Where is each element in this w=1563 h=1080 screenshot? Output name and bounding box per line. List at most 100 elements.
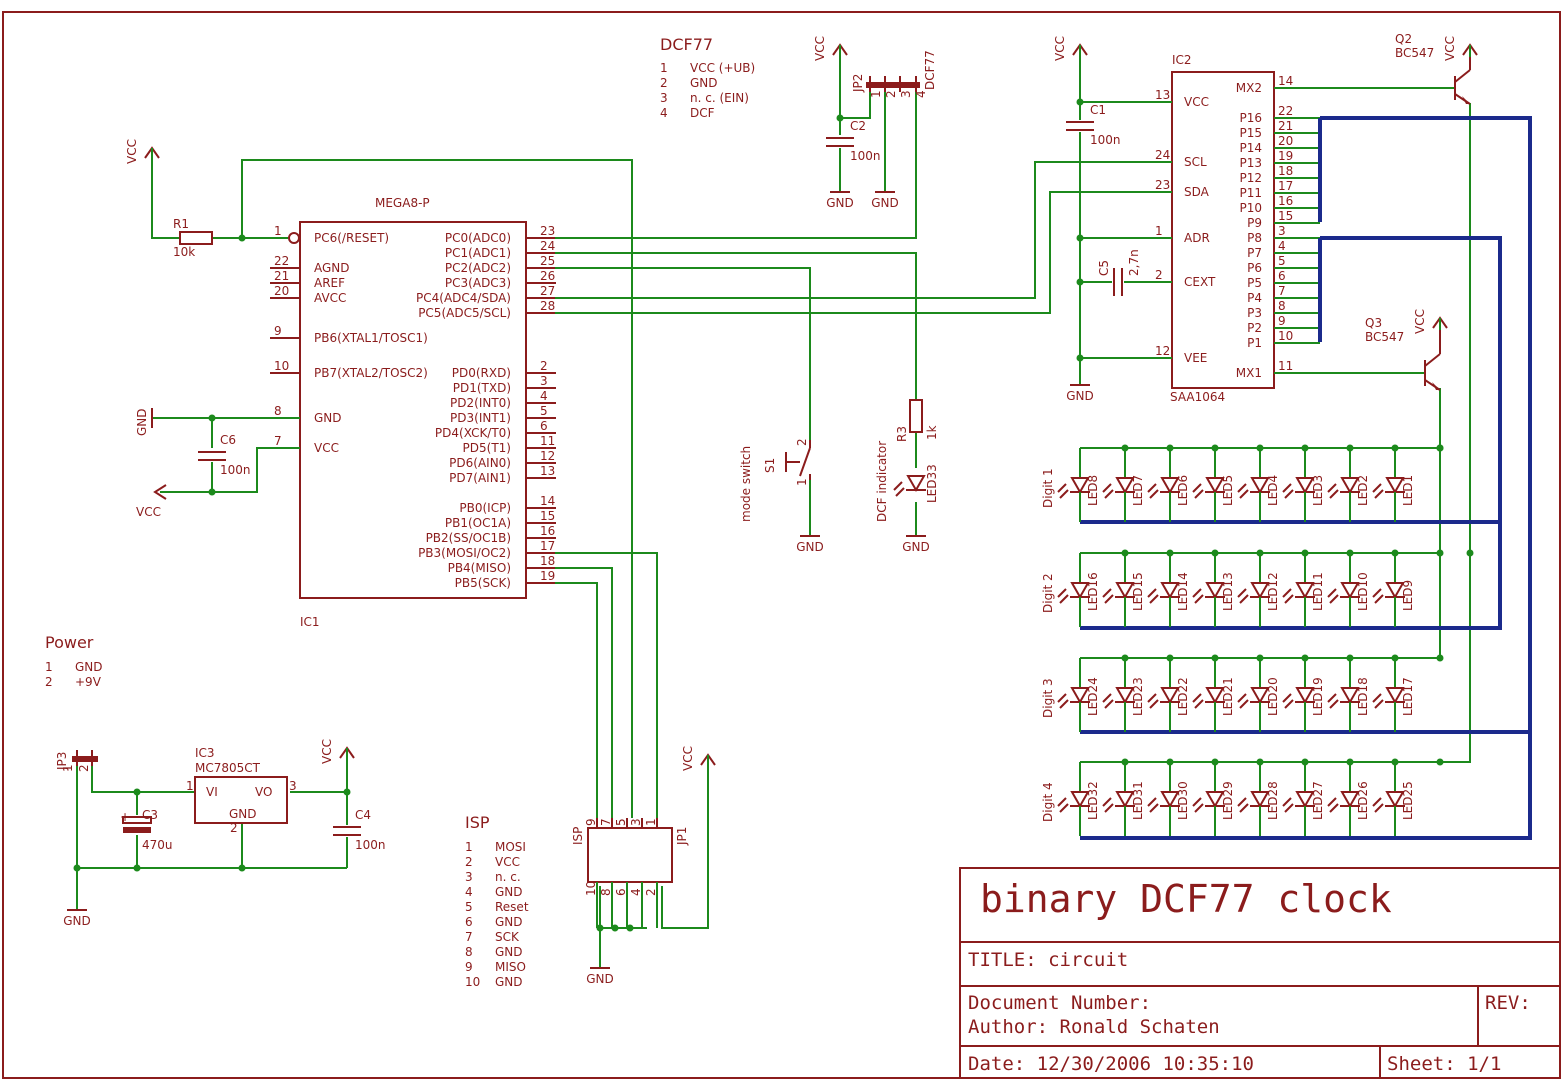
led-ref: LED9 [1401, 580, 1415, 611]
ic1-pin-num: 27 [540, 284, 555, 298]
ic2-pin-num: 9 [1278, 314, 1286, 328]
ic1-pin-num: 21 [274, 269, 289, 283]
led-ref: LED14 [1176, 572, 1190, 611]
c5: C5 2,7n [1097, 249, 1141, 296]
title-field: TITLE: circuit [968, 949, 1128, 971]
c3-ref: C3 [142, 808, 158, 822]
ic1-pin-name: PD5(T1) [463, 441, 511, 455]
date-field: Date: 12/30/2006 10:35:10 [968, 1053, 1254, 1075]
led-symbol [1250, 791, 1270, 809]
led-ref: LED16 [1086, 572, 1100, 611]
ic1-pin-num: 20 [274, 284, 289, 298]
legend-num: 1 [465, 840, 473, 854]
legend-label: DCF [690, 106, 715, 120]
jp1-pin-num: 2 [644, 888, 658, 896]
c2: C2 100n [826, 119, 881, 163]
ic2-pin-num: 2 [1155, 268, 1163, 282]
led33-ref: LED33 [925, 464, 939, 503]
ic2-pin-num: 5 [1278, 254, 1286, 268]
c5-value: 2,7n [1127, 249, 1141, 276]
q3-ref: Q3 [1365, 316, 1382, 330]
ic1-pin-name: PC6(/RESET) [314, 231, 389, 245]
document-number-field: Document Number: [968, 992, 1151, 1014]
led33-label: DCF indicator [875, 441, 889, 522]
ic2-pin-num: 16 [1278, 194, 1293, 208]
led-symbol [1250, 477, 1270, 495]
legend-num: 4 [660, 106, 668, 120]
r3: R3 1k [895, 399, 939, 442]
led-ref: LED13 [1221, 572, 1235, 611]
digit-label: Digit 4 [1041, 782, 1055, 822]
ic2-pin-num: 21 [1278, 119, 1293, 133]
legend-num: 7 [465, 930, 473, 944]
ic2-pin-name: MX2 [1236, 81, 1262, 95]
q3-transistor: Q3 BC547 [1365, 316, 1441, 391]
c3-value: 470u [142, 838, 173, 852]
ic2-pin-name: P6 [1247, 261, 1262, 275]
ic1-pin-name: PB3(MOSI/OC2) [418, 546, 511, 560]
s1-pin: 1 [795, 478, 809, 486]
jp2-label: DCF77 [923, 50, 937, 90]
vcc-label: VCC [125, 139, 139, 164]
gnd-label: GND [586, 972, 614, 986]
led-symbol [1070, 687, 1090, 705]
led-ref: LED31 [1131, 781, 1145, 820]
ic2-body [1171, 71, 1275, 389]
ic2-pin-name: P3 [1247, 306, 1262, 320]
led-symbol [1205, 687, 1225, 705]
ic2-pin-num: 4 [1278, 239, 1286, 253]
c6: C6 100n [198, 433, 251, 477]
led-symbol [1385, 791, 1405, 809]
vcc-label: VCC [1053, 36, 1067, 61]
s1-ref: S1 [763, 458, 777, 473]
ic1-pin-num: 2 [540, 359, 548, 373]
led-ref: LED8 [1086, 475, 1100, 506]
isp-legend-title: ISP [465, 813, 490, 832]
ic3-value: MC7805CT [195, 761, 261, 775]
ic2-pin-name: P8 [1247, 231, 1262, 245]
ic2-pin-num: 12 [1155, 344, 1170, 358]
led-symbol [1115, 477, 1135, 495]
c4: C4 100n [333, 808, 386, 852]
jp1-pin-num: 4 [629, 888, 643, 896]
ic1-ref: IC1 [300, 615, 320, 629]
jp1-pin-num: 1 [644, 818, 658, 826]
ic1-pin-num: 18 [540, 554, 555, 568]
ic1-pin-name: PB6(XTAL1/TOSC1) [314, 331, 428, 345]
ic2-pin-name: P1 [1247, 336, 1262, 350]
ic3-mc7805: IC3 MC7805CT VI VO GND 1 2 3 [186, 746, 297, 835]
ic1-pin-num: 16 [540, 524, 555, 538]
vcc-label: VCC [1413, 309, 1427, 334]
jp1-pin-num: 5 [614, 818, 628, 826]
c5-ref: C5 [1097, 260, 1111, 276]
ic1-pin-name: AVCC [314, 291, 346, 305]
legend-num: 1 [45, 660, 53, 674]
legend-num: 3 [660, 91, 668, 105]
ic2-pin-name: P14 [1239, 141, 1262, 155]
ic1-reset-inversion-bubble [288, 232, 300, 244]
ic1-pin-name: PB1(OC1A) [445, 516, 511, 530]
jp3-pin: 2 [77, 764, 91, 772]
legend-label: GND [495, 945, 523, 959]
legend-num: 5 [465, 900, 473, 914]
gnd-label: GND [796, 540, 824, 554]
ic2-pin-num: 22 [1278, 104, 1293, 118]
led-ref: LED26 [1356, 781, 1370, 820]
led-ref: LED1 [1401, 475, 1415, 506]
jp1-pin-num: 7 [599, 818, 613, 826]
jp2-pin: 3 [899, 90, 913, 98]
ic1-pin-name: PD1(TXD) [453, 381, 511, 395]
ic2-pin-name: P2 [1247, 321, 1262, 335]
led-symbol [1115, 582, 1135, 600]
ic1-pin-name: PB0(ICP) [459, 501, 511, 515]
legend-label: SCK [495, 930, 520, 944]
jp3-power-header: JP3 1 2 [55, 750, 98, 772]
digit-label: Digit 3 [1041, 678, 1055, 718]
ic2-pin-num: 6 [1278, 269, 1286, 283]
jp3-pin: 1 [61, 764, 75, 772]
r1-body [179, 231, 213, 245]
vcc-label: VCC [320, 739, 334, 764]
q3-value: BC547 [1365, 330, 1404, 344]
led-ref: LED23 [1131, 677, 1145, 716]
